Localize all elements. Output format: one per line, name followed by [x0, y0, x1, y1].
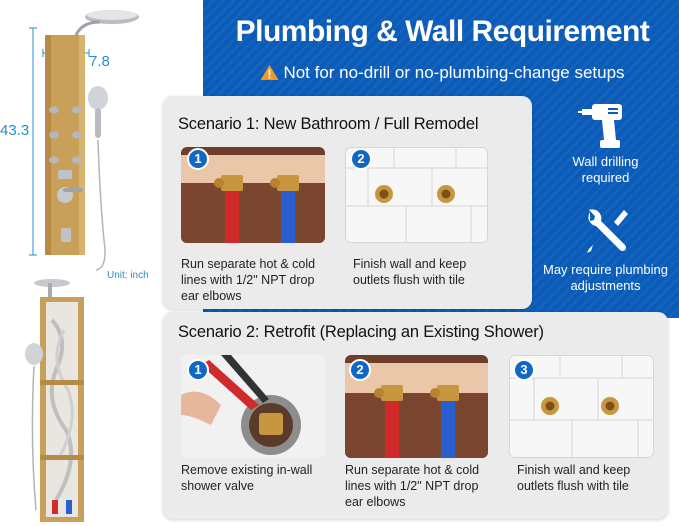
scenario2-step3-line2: outlets flush with tile — [517, 479, 629, 493]
scenario1-card: Scenario 1: New Bathroom / Full Remodel … — [163, 96, 532, 309]
scenario1-title: Scenario 1: New Bathroom / Full Remodel — [178, 115, 479, 133]
scenario2-title: Scenario 2: Retrofit (Replacing an Exist… — [178, 323, 544, 341]
scenario2-step2-line3: ear elbows — [345, 495, 406, 509]
width-dimension: 7.8 — [89, 53, 110, 70]
scenario1-step1-line2: lines with 1/2" NPT drop — [181, 273, 315, 287]
scenario1-step1-line3: ear elbows — [181, 289, 242, 303]
scenario2-step2-caption: Run separate hot & cold lines with 1/2" … — [345, 462, 479, 510]
scenario2-step3-line1: Finish wall and keep — [517, 463, 631, 477]
requirement-drilling-line2: required — [581, 170, 630, 185]
product-illustration — [25, 10, 139, 522]
scenario2-step3-badge: 3 — [513, 359, 535, 381]
scenario2-step2-line1: Run separate hot & cold — [345, 463, 480, 477]
scenario1-step2-line1: Finish wall and keep — [353, 257, 467, 271]
requirement-drilling-line1: Wall drilling — [572, 154, 639, 169]
scenario1-step2-badge: 2 — [350, 148, 372, 170]
scenario2-step2-image — [345, 355, 488, 458]
scenario2-step1-line2: shower valve — [181, 479, 254, 493]
requirement-plumbing-line1: May require plumbing — [542, 262, 668, 277]
scenario1-step2-caption: Finish wall and keep outlets flush with … — [353, 256, 466, 288]
scenario1-step1-caption: Run separate hot & cold lines with 1/2" … — [181, 256, 315, 304]
wrench-screwdriver-icon — [586, 209, 628, 253]
warning-icon — [260, 65, 279, 80]
banner-subtitle: Not for no-drill or no-plumbing-change s… — [215, 62, 670, 84]
scenario2-step2-badge: 2 — [349, 359, 371, 381]
banner-title: Plumbing & Wall Requirement — [235, 15, 650, 48]
requirement-plumbing-line2: adjustments — [570, 278, 641, 293]
drill-icon — [577, 104, 622, 148]
height-dimension: 43.3 — [0, 122, 30, 139]
scenario1-step1-badge: 1 — [187, 148, 209, 170]
scenario2-step3-caption: Finish wall and keep outlets flush with … — [517, 462, 630, 494]
scenario2-step2-line2: lines with 1/2" NPT drop — [345, 479, 479, 493]
scenario1-step1-line1: Run separate hot & cold — [181, 257, 316, 271]
requirement-drilling: Wall drilling required — [532, 98, 679, 186]
scenario1-step2-line2: outlets flush with tile — [353, 273, 465, 287]
scenario2-step1-line1: Remove existing in-wall — [181, 463, 313, 477]
banner-subtitle-text: Not for no-drill or no-plumbing-change s… — [283, 63, 625, 82]
scenario1-step2-image — [345, 147, 488, 243]
unit-label: Unit: inch — [107, 270, 149, 281]
scenario2-card: Scenario 2: Retrofit (Replacing an Exist… — [163, 312, 668, 519]
scenario2-step1-badge: 1 — [187, 359, 209, 381]
scenario2-step1-caption: Remove existing in-wall shower valve — [181, 462, 312, 494]
requirement-plumbing: May require plumbing adjustments — [532, 206, 679, 294]
